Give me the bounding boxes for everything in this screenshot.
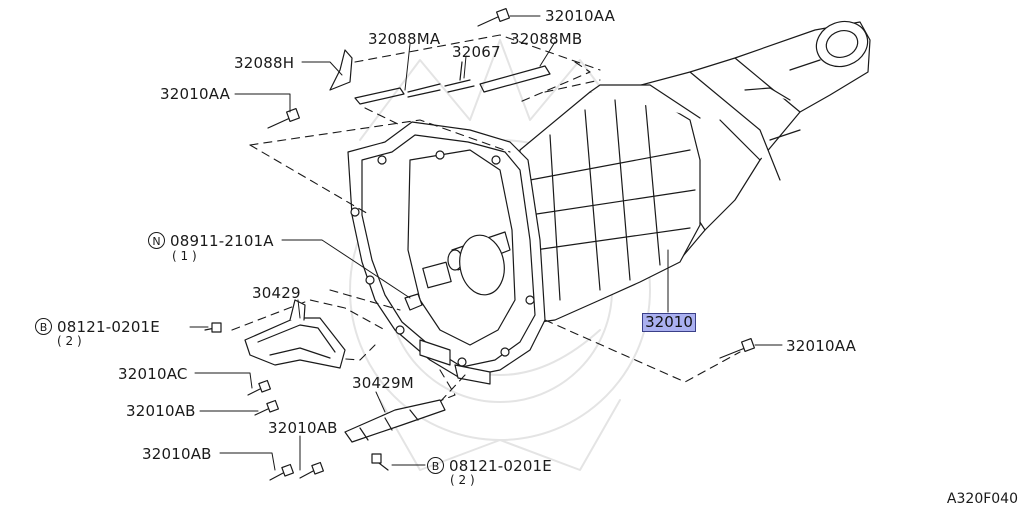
nut-symbol-icon: N [148,232,165,249]
highlighted-part-32010[interactable]: 32010 [642,313,696,332]
breather-pipe-assembly [329,49,551,105]
label-32010AB-a[interactable]: 32010AB [126,402,196,420]
label-32010AC[interactable]: 32010AC [118,365,188,383]
dashed-guides [231,34,741,433]
bolt-symbol-icon: B [35,318,52,335]
label-32010AA-top[interactable]: 32010AA [545,7,616,25]
qty-08911: ( 1 ) [172,249,197,263]
qty-08121-a: ( 2 ) [57,334,82,348]
bolt-symbol-icon: B [427,457,444,474]
drawing-code: A320F040 [946,491,1018,507]
bracket-30429 [244,299,346,369]
label-32010AA-left[interactable]: 32010AA [160,85,231,103]
label-32010AA-right[interactable]: 32010AA [786,337,857,355]
label-30429[interactable]: 30429 [252,284,301,302]
transmission-case [347,20,871,385]
qty-08121-b: ( 2 ) [450,473,475,487]
bracket-30429M [344,399,446,443]
label-32088MB[interactable]: 32088MB [510,30,583,48]
bolts [204,7,756,481]
label-08121-0201E-a[interactable]: 08121-0201E [57,318,160,336]
label-32010AB-b[interactable]: 32010AB [268,419,338,437]
label-32088H[interactable]: 32088H [234,54,295,72]
label-32010AB-c[interactable]: 32010AB [142,445,212,463]
label-32088MA[interactable]: 32088MA [368,30,441,48]
label-32067[interactable]: 32067 [452,43,501,61]
label-30429M[interactable]: 30429M [352,374,414,392]
leader-lines [189,15,783,471]
label-08911-2101A[interactable]: 08911-2101A [170,232,274,250]
label-08121-0201E-b[interactable]: 08121-0201E [449,457,552,475]
